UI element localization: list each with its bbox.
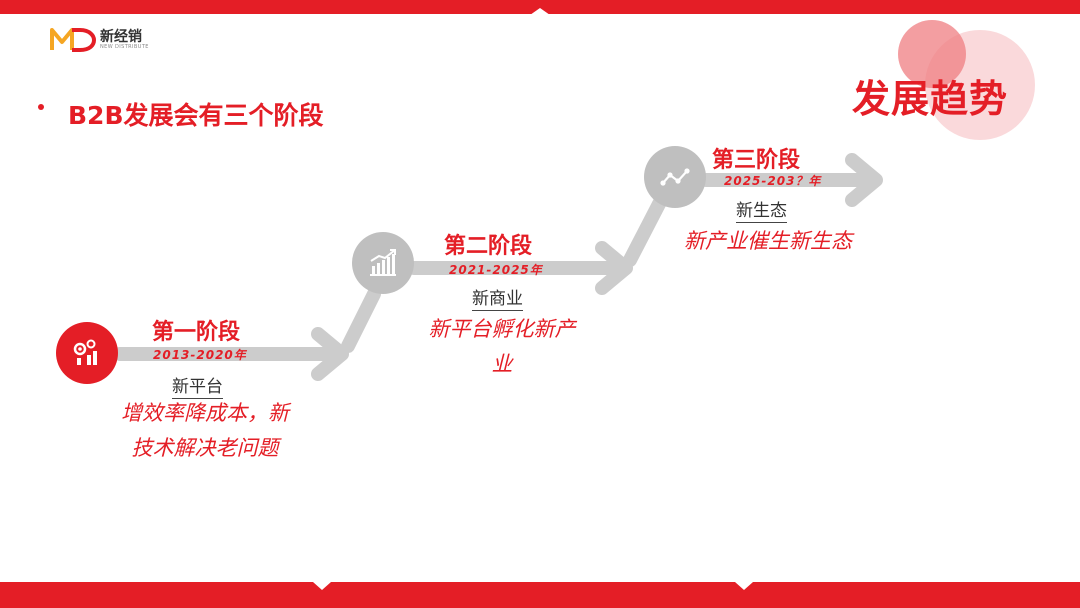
brand-name: 新经销 (100, 29, 142, 45)
stage-2-description-line: 新平台孵化新产 (428, 317, 576, 341)
stage-3-name: 新生态 (736, 196, 787, 223)
stage-2-name: 新商业 (472, 284, 523, 311)
stage-2-icon-circle (352, 232, 414, 294)
stage-3-description: 新产业催生新生态 (668, 224, 868, 259)
stage-3-icon-circle (644, 146, 706, 208)
stage-1-description-line: 技术解决老问题 (131, 436, 279, 460)
bottom-bar (0, 582, 1080, 608)
stage-1-description: 增效率降成本，新 技术解决老问题 (110, 396, 300, 466)
gears-chart-icon (73, 339, 97, 365)
line-graph-icon (660, 168, 690, 186)
stage-1-description-line: 增效率降成本，新 (121, 401, 289, 425)
bottom-bar-notch (313, 582, 331, 590)
stage-1-name: 新平台 (172, 372, 223, 399)
bullet-dot (38, 104, 44, 110)
brand-logo: 新经销 NEW DISTRIBUTE (50, 26, 160, 54)
stage-1-icon-circle (56, 322, 118, 384)
stage-2-years: 2021-2025年 (449, 263, 543, 277)
bottom-bar-notch (735, 582, 753, 590)
brand-mark-icon (50, 28, 96, 52)
page-title: 发展趋势 (852, 77, 1009, 121)
decorative-circle (898, 20, 966, 88)
growth-chart-icon (370, 249, 396, 276)
stage-2-description: 新平台孵化新产 业 (402, 312, 602, 382)
stage-3-title: 第三阶段 (712, 148, 801, 173)
top-bar-notch (530, 8, 550, 15)
stage-2-title: 第二阶段 (444, 234, 533, 259)
stage-1-years: 2013-2020年 (153, 348, 247, 362)
section-heading: B2B发展会有三个阶段 (68, 101, 324, 130)
stage-2-description-line: 业 (491, 352, 513, 376)
stage-3-years: 2025-203？年 (724, 174, 822, 188)
top-bar (0, 0, 1080, 14)
brand-subtitle: NEW DISTRIBUTE (100, 44, 149, 50)
stage-3-description-line: 新产业催生新生态 (684, 229, 852, 253)
stage-1-title: 第一阶段 (152, 320, 241, 345)
